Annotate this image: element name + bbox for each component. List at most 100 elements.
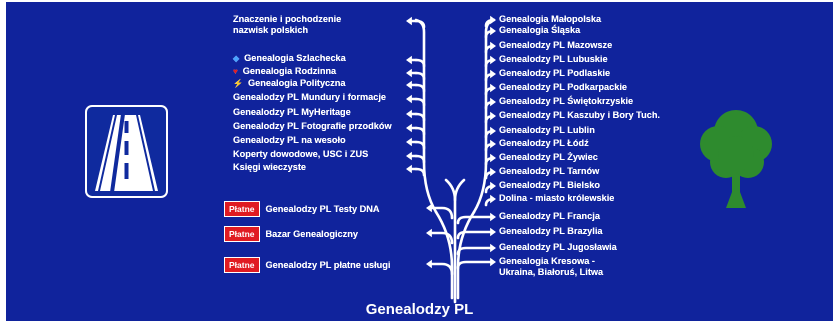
left-branch-line (414, 112, 426, 122)
right-link-item[interactable]: Genealodzy PL Tarnów (499, 166, 599, 177)
right-branch-line (456, 230, 494, 240)
left-link-item[interactable]: ⚡Genealogia Polityczna (233, 78, 346, 89)
link-label: Genealogia Małopolska (499, 14, 602, 24)
link-label: Genealodzy PL płatne usługi (265, 259, 391, 270)
link-label: Genealodzy PL Bielsko (499, 180, 600, 190)
paid-badge: Płatne (224, 257, 260, 273)
right-arrow-icon (490, 83, 496, 93)
left-branch-line (414, 83, 426, 93)
right-arrow-icon (490, 15, 496, 25)
left-arrow-icon (406, 80, 412, 90)
left-branch-line (414, 140, 426, 150)
tree-icon (696, 102, 776, 217)
right-link-item[interactable]: Genealodzy PL Francja (499, 211, 600, 222)
trunk-right-branch (456, 210, 476, 300)
link-label: Genealodzy PL Mazowsze (499, 40, 613, 50)
left-link-item[interactable]: Genealodzy PL na wesoło (233, 135, 346, 146)
left-branch-line (414, 71, 426, 81)
left-branch-line (414, 58, 426, 68)
link-label: Znaczenie i pochodzenie (233, 14, 342, 24)
right-link-item[interactable]: Genealogia Kresowa -Ukraina, Białoruś, L… (499, 256, 603, 278)
left-arrow-icon (406, 137, 412, 147)
link-label: Genealodzy PL Kaszuby i Bory Tuch. (499, 110, 660, 120)
right-link-item[interactable]: Genealodzy PL Podlaskie (499, 68, 610, 79)
left-link-item[interactable]: Księgi wieczyste (233, 162, 306, 173)
left-link-item[interactable]: Genealodzy PL Fotografie przodków (233, 121, 392, 132)
link-label: Genealodzy PL Brazylia (499, 226, 603, 236)
paid-badge: Płatne (224, 226, 260, 242)
right-link-item[interactable]: Genealodzy PL Łódź (499, 138, 589, 149)
right-link-item[interactable]: Genealodzy PL Bielsko (499, 180, 600, 191)
right-arrow-icon (490, 111, 496, 121)
paid-branch-line (428, 262, 454, 276)
left-arrow-icon (426, 203, 432, 213)
link-label: Księgi wieczyste (233, 162, 307, 172)
right-arrow-icon (490, 97, 496, 107)
paid-branch-line (428, 206, 454, 220)
link-label: Genealodzy PL Testy DNA (265, 203, 380, 214)
right-link-item[interactable]: Genealodzy PL Podkarpackie (499, 82, 627, 93)
left-link-item[interactable]: Genealodzy PL MyHeritage (233, 107, 351, 118)
right-arrow-icon (490, 167, 496, 177)
right-branch-line (456, 215, 494, 225)
link-label: Genealogia Śląska (499, 25, 581, 35)
right-link-item[interactable]: Genealogia Śląska (499, 25, 580, 36)
right-arrow-icon (490, 194, 496, 204)
link-label: Genealodzy PL Podkarpackie (499, 82, 627, 92)
right-link-item[interactable]: Genealodzy PL Świętokrzyskie (499, 96, 633, 107)
link-label: Genealodzy PL Jugosławia (499, 242, 617, 252)
road-lines (406, 15, 496, 304)
left-link-item[interactable]: ♥Genealogia Rodzinna (233, 66, 336, 77)
right-link-item[interactable]: Dolina - miasto królewskie (499, 193, 614, 204)
link-label: Dolina - miasto królewskie (499, 193, 615, 203)
site-title: Genealodzy PL (365, 301, 474, 318)
left-trunk (414, 18, 438, 214)
left-branch-line (414, 126, 426, 136)
right-arrow-icon (490, 153, 496, 163)
left-branch-line (414, 154, 426, 164)
right-link-item[interactable]: Genealodzy PL Mazowsze (499, 40, 612, 51)
right-link-item[interactable]: Genealogia Małopolska (499, 14, 601, 25)
link-label: Genealodzy PL na wesoło (233, 135, 346, 145)
right-link-item[interactable]: Genealodzy PL Lubuskie (499, 54, 608, 65)
paid-link-item[interactable]: Płatne Genealodzy PL płatne usługi (224, 257, 390, 273)
left-arrow-icon (426, 259, 432, 269)
left-link-item[interactable]: Genealodzy PL Mundury i formacje (233, 92, 386, 103)
left-arrow-icon (406, 16, 412, 26)
bullet-icon: ♥ (233, 67, 238, 76)
right-arrow-icon (490, 257, 496, 267)
right-link-item[interactable]: Genealodzy PL Brazylia (499, 226, 603, 237)
right-arrow-icon (490, 126, 496, 136)
right-arrow-icon (490, 26, 496, 36)
link-label: Genealodzy PL Łódź (499, 138, 589, 148)
center-lane-r (453, 178, 466, 202)
link-label: Koperty dowodowe, USC i ZUS (233, 149, 369, 159)
link-label: Genealodzy PL Podlaskie (499, 68, 611, 78)
bullet-icon: ◆ (233, 54, 240, 63)
right-arrow-icon (490, 212, 496, 222)
right-arrow-icon (490, 181, 496, 191)
link-label: Genealodzy PL Mundury i formacje (233, 92, 386, 102)
left-link-item[interactable]: Koperty dowodowe, USC i ZUS (233, 149, 368, 160)
right-link-item[interactable]: Genealodzy PL Kaszuby i Bory Tuch. (499, 110, 660, 121)
left-branch-line (414, 167, 426, 177)
left-arrow-icon (406, 94, 412, 104)
left-arrow-icon (406, 68, 412, 78)
right-arrow-icon (490, 243, 496, 253)
right-link-item[interactable]: Genealodzy PL Żywiec (499, 152, 598, 163)
link-label: Genealodzy PL Tarnów (499, 166, 600, 176)
paid-branch-line (428, 231, 454, 245)
left-branch-line (414, 97, 426, 107)
highway-sign-icon (85, 105, 168, 198)
left-link-item[interactable]: ◆ Genealogia Szlachecka (233, 53, 346, 64)
link-label: Genealogia Szlachecka (244, 53, 346, 63)
right-link-item[interactable]: Genealodzy PL Lublin (499, 125, 595, 136)
link-label: Genealogia Polityczna (247, 78, 346, 88)
right-link-item[interactable]: Genealodzy PL Jugosławia (499, 242, 617, 253)
left-arrow-icon (406, 151, 412, 161)
link-label: Genealodzy PL Świętokrzyskie (499, 96, 634, 106)
left-arrow-icon (426, 228, 432, 238)
